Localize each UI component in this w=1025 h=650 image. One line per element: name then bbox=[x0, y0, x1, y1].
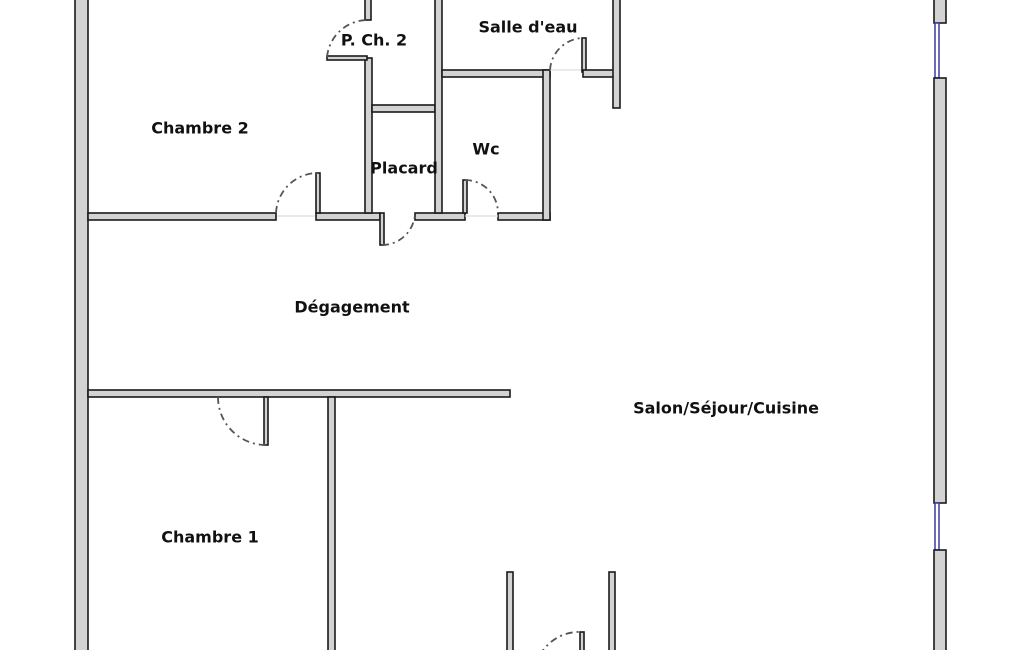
wall-degagement-bottom bbox=[87, 389, 511, 398]
room-label-wc: Wc bbox=[472, 139, 500, 159]
wall bbox=[326, 55, 368, 61]
wall bbox=[371, 104, 436, 113]
wall bbox=[315, 212, 381, 221]
room-label-chambre2: Chambre 2 bbox=[151, 118, 249, 138]
window-top bbox=[934, 22, 940, 79]
door-arc bbox=[381, 212, 416, 246]
wall bbox=[608, 571, 616, 650]
door-leaf-chambre1 bbox=[263, 396, 269, 446]
wall-chambre1-right bbox=[327, 396, 336, 650]
wall bbox=[506, 571, 514, 650]
room-label-salle-eau: Salle d'eau bbox=[478, 17, 578, 37]
door-leaf-pch2 bbox=[364, 0, 372, 21]
door-arc bbox=[326, 19, 369, 58]
wall bbox=[441, 69, 551, 78]
door-leaf-placard bbox=[379, 212, 385, 246]
room-label-chambre1: Chambre 1 bbox=[161, 527, 259, 547]
wall-wc-right bbox=[542, 69, 551, 221]
window-bottom bbox=[934, 502, 940, 551]
room-label-degagement: Dégagement bbox=[294, 297, 410, 317]
door-arc bbox=[217, 396, 267, 446]
door-arc bbox=[542, 631, 583, 650]
room-label-salon: Salon/Séjour/Cuisine bbox=[633, 398, 819, 418]
door-leaf-salle-eau bbox=[581, 37, 587, 73]
wall-left bbox=[74, 0, 89, 650]
door-arc bbox=[464, 179, 499, 214]
door-arc bbox=[549, 37, 585, 71]
wall bbox=[582, 69, 616, 78]
wall bbox=[414, 212, 466, 221]
wall-chambre2-bottom bbox=[87, 212, 277, 221]
wall-right-top bbox=[933, 0, 947, 24]
wall bbox=[612, 0, 621, 109]
door-leaf-chambre2 bbox=[315, 172, 321, 214]
room-label-pch2: P. Ch. 2 bbox=[340, 30, 408, 50]
door-arc bbox=[275, 172, 319, 214]
door-leaf-entry bbox=[579, 631, 585, 650]
wall-right-mid bbox=[933, 77, 947, 504]
door-leaf-wc bbox=[462, 179, 468, 214]
wall bbox=[364, 57, 373, 214]
wall bbox=[434, 0, 443, 214]
wall-right-bottom bbox=[933, 549, 947, 650]
room-label-placard: Placard bbox=[370, 158, 438, 178]
